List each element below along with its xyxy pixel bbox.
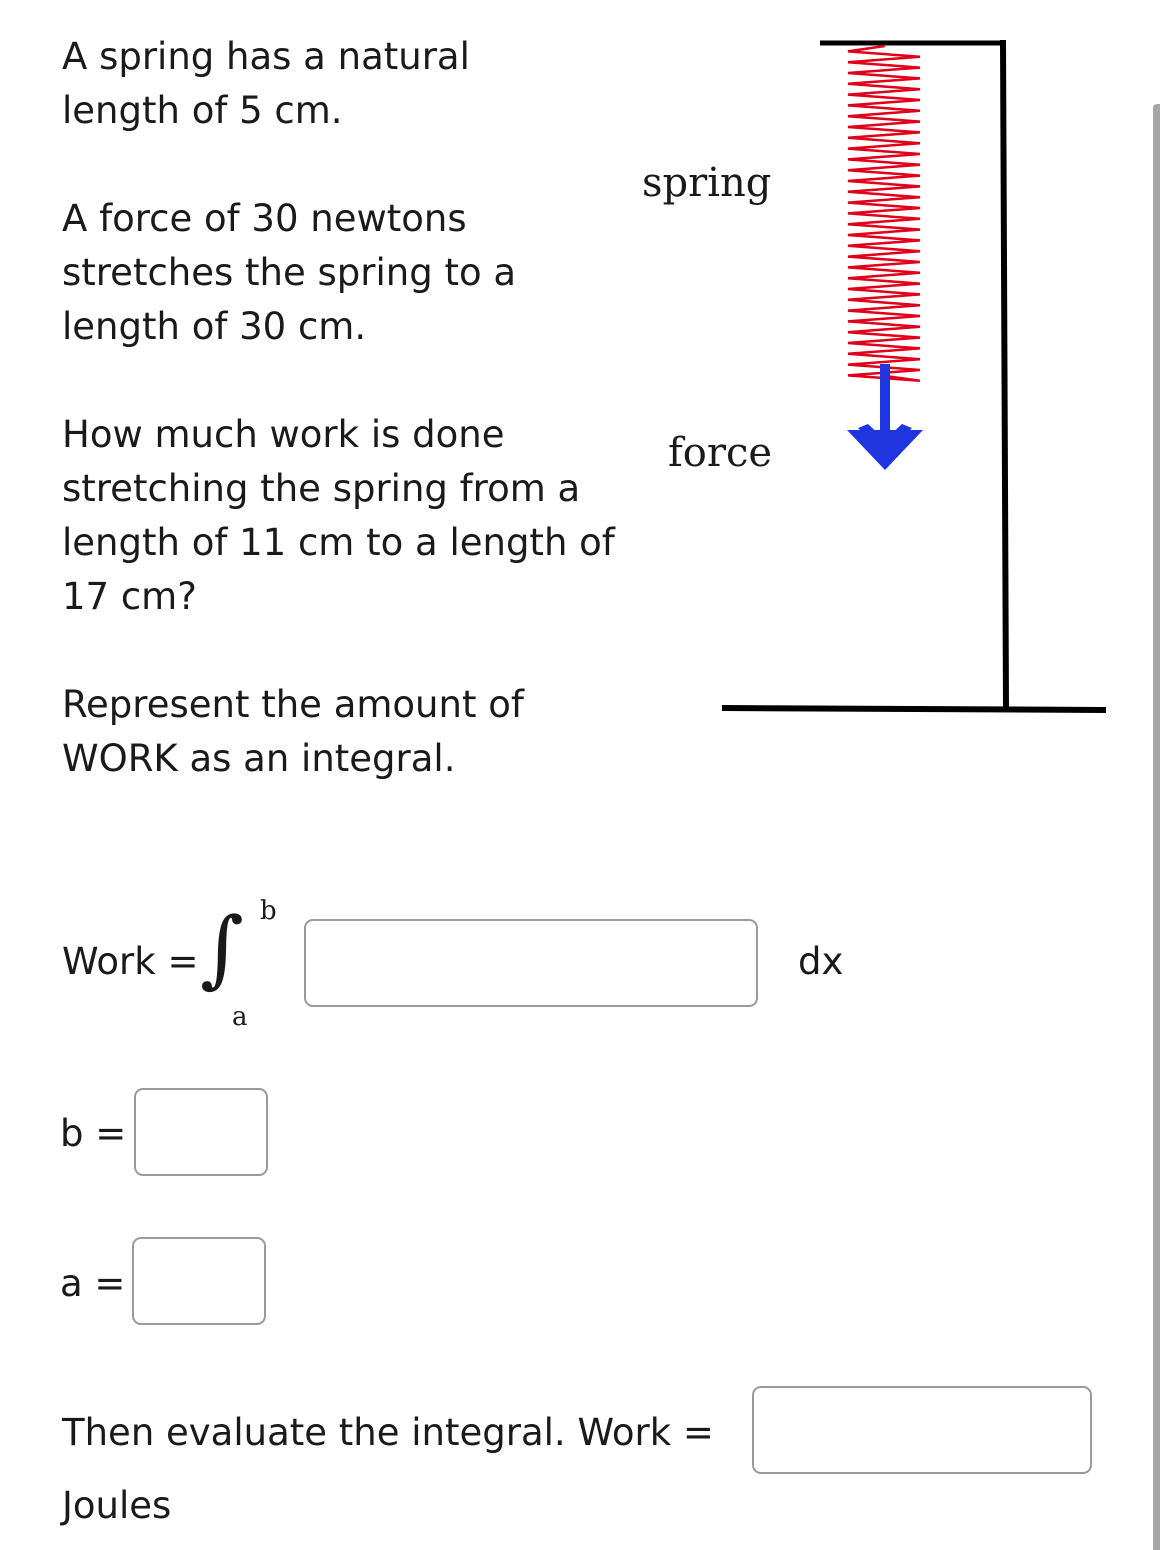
spring-diagram-svg: spring force [642,39,1107,713]
dx-label: dx [798,940,844,983]
a-label: a = [60,1262,126,1305]
b-input[interactable] [134,1088,268,1176]
problem-statement-force: A force of 30 newtons stretches the spri… [62,197,517,348]
base-line [721,705,1107,713]
integrand-input[interactable] [304,919,758,1007]
instruction-integral: Represent the amount of WORK as an integ… [62,683,524,780]
work-label: Work = [62,940,199,983]
scrollbar[interactable] [1153,104,1160,1550]
integral-sign-icon: ∫ [200,899,244,997]
upper-limit-symbol: b [260,896,277,926]
a-input[interactable] [132,1237,266,1325]
force-label: force [668,430,772,476]
units-label: Joules [62,1484,172,1527]
spring-label: spring [642,160,771,206]
problem-question: How much work is done stretching the spr… [62,413,615,618]
problem-statement-natural-length: A spring has a natural length of 5 cm. [62,35,470,132]
evaluate-label: Then evaluate the integral. Work = [62,1411,714,1454]
spring-diagram: spring force [600,20,1120,740]
lower-limit-symbol: a [232,1002,248,1032]
b-label: b = [60,1112,127,1155]
vertical-support-post [1000,39,1009,709]
spring-coil [847,44,921,383]
force-arrow-icon [847,364,923,470]
work-result-input[interactable] [752,1386,1092,1474]
